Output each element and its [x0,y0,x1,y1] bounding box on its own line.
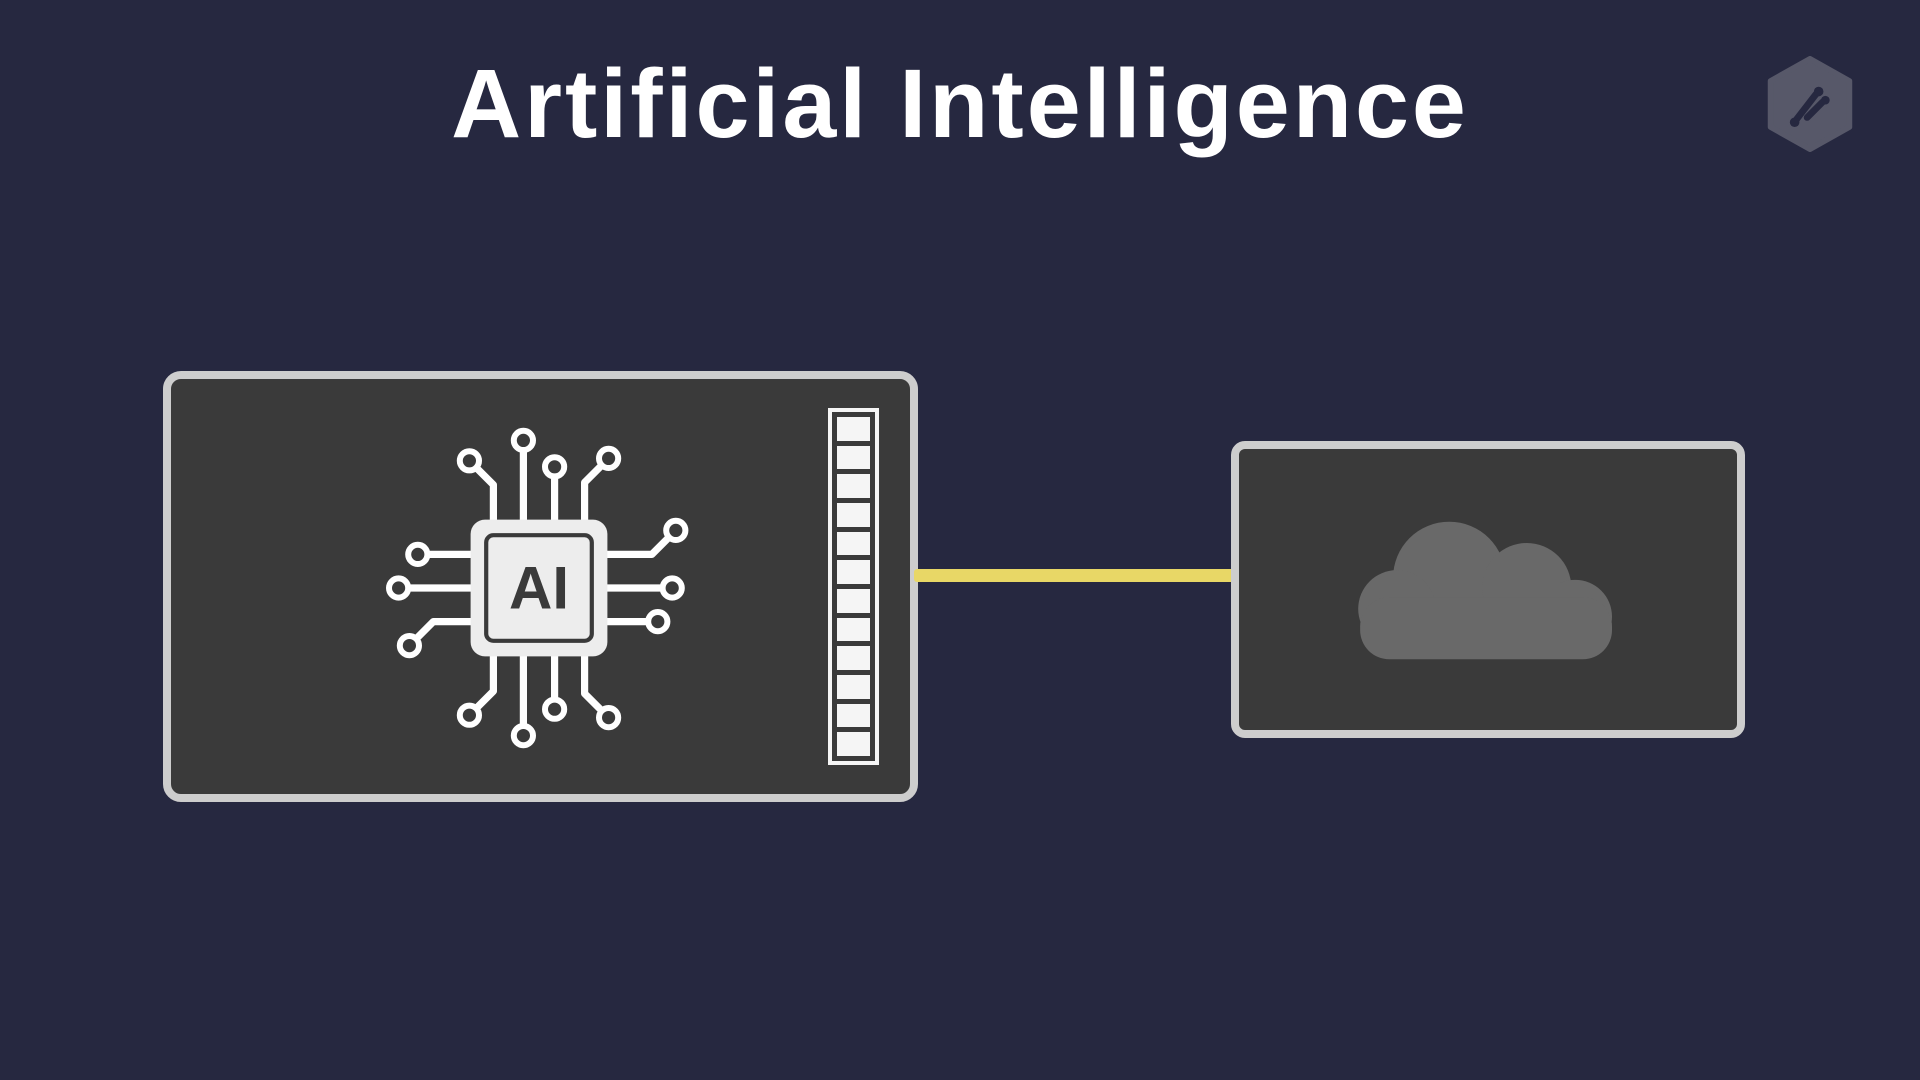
chip-label: AI [509,554,569,621]
pin-segment [837,417,870,441]
ai-processor-board: AI [163,371,918,802]
pin-segment [837,589,870,613]
pin-segment [837,646,870,671]
pin-segment [837,703,870,728]
cloud-icon [1358,521,1612,660]
cloud-board [1231,441,1745,738]
pin-header-connector [828,408,879,765]
ai-chip-icon: AI [386,427,689,749]
pin-segment [837,531,870,556]
pin-segment [837,474,870,499]
hexagon-logo-icon [1767,56,1853,152]
page-title: Artificial Intelligence [451,49,1469,158]
connection-wire [914,569,1235,582]
pin-segment [837,560,870,585]
brand-hexagon-logo-icon [1762,56,1858,152]
pin-segment [837,617,870,642]
pin-segment [837,503,870,527]
pin-segment [837,675,870,699]
pin-segment [837,445,870,470]
pin-segment [837,732,870,757]
